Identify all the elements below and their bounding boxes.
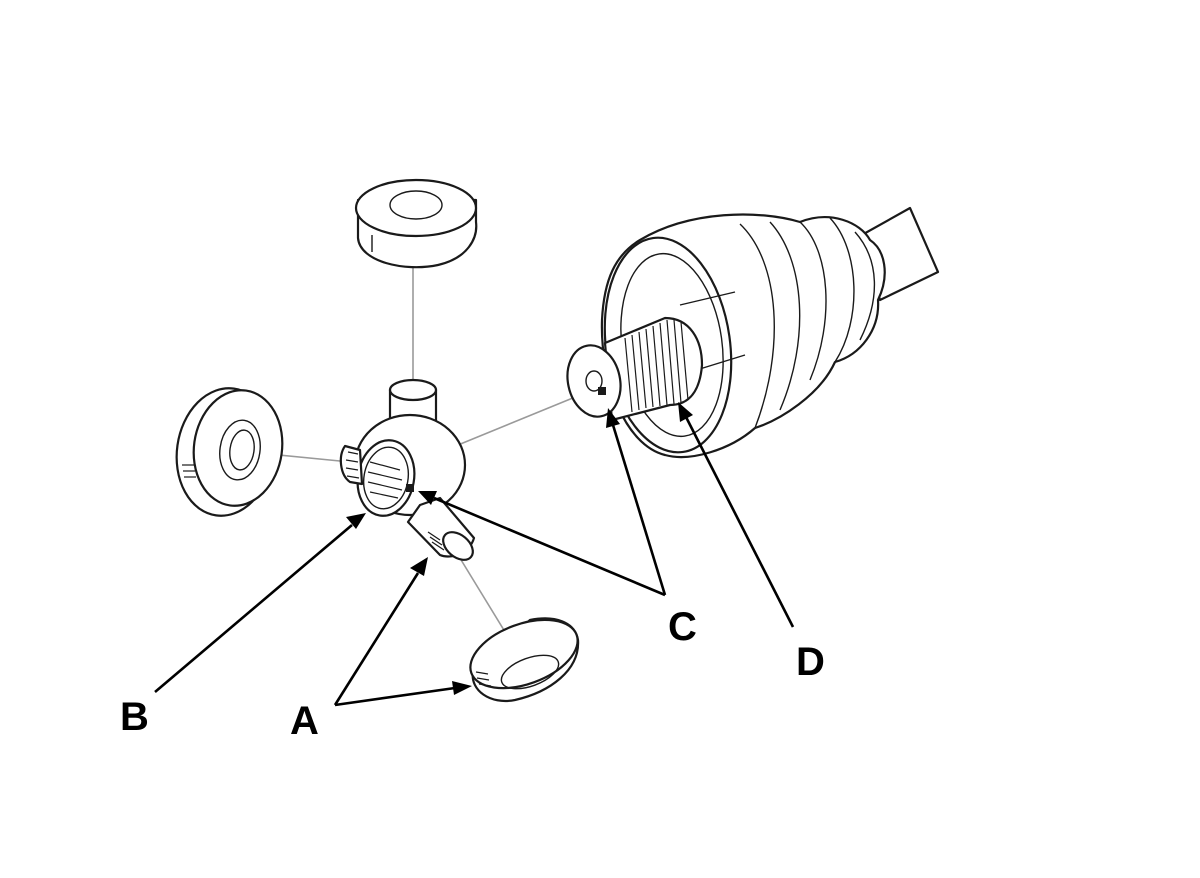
spider-internal-splines xyxy=(362,446,410,510)
roller-bottom-mark xyxy=(475,671,492,687)
callout-c: C xyxy=(668,605,697,649)
callout-b: B xyxy=(120,695,149,739)
callout-d: D xyxy=(796,640,825,684)
roller-left-mark xyxy=(182,464,196,478)
callout-labels: B A C D xyxy=(120,605,825,743)
roller-bottom xyxy=(469,617,580,703)
shaft-tip-mark xyxy=(598,387,606,395)
leader-lines xyxy=(154,402,795,707)
roller-top xyxy=(354,178,478,269)
axle-shaft-and-boot xyxy=(566,206,940,459)
spider-lower-mark xyxy=(427,531,445,551)
spider-mark xyxy=(406,484,414,492)
roller-left xyxy=(175,387,284,517)
shaft-splines xyxy=(624,319,689,413)
spider-tripod xyxy=(339,378,476,561)
callout-a: A xyxy=(290,699,319,743)
